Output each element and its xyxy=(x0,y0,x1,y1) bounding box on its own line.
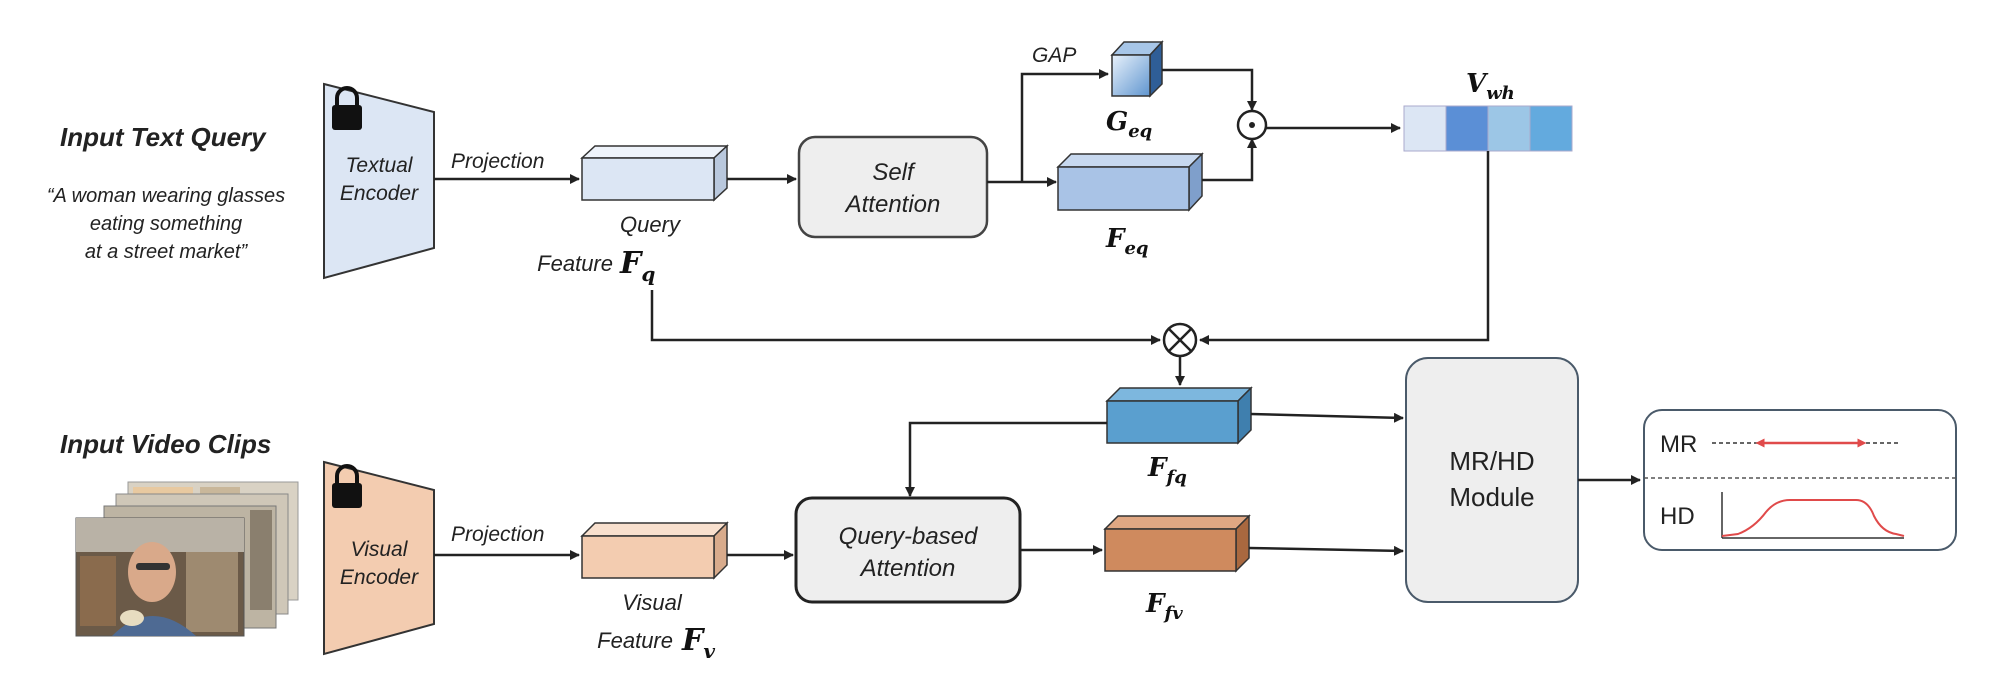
lock-icon xyxy=(332,86,362,130)
v-wh-cell xyxy=(1403,105,1447,152)
query-based-attention-label-2: Attention xyxy=(859,555,956,582)
self-attention-label-2: Attention xyxy=(844,191,941,218)
f-fq-box xyxy=(1105,386,1253,445)
feq-to-dot-arrow xyxy=(1202,138,1257,182)
g-eq-label: Geq xyxy=(1106,107,1152,142)
f-fv-label: Ffv xyxy=(1145,589,1183,624)
ffq-to-mrhd-arrow xyxy=(1250,412,1404,423)
highlight-detection-curve xyxy=(1721,492,1905,539)
input-text-query-title: Input Text Query xyxy=(60,122,267,152)
lock-icon xyxy=(332,464,362,508)
mr-hd-module-label-1: MR/HD xyxy=(1449,446,1534,476)
self-attention-label-1: Self xyxy=(872,159,916,186)
v-wh-cell xyxy=(1487,105,1531,152)
query-to-multiply-arrow xyxy=(650,290,1161,345)
mr-hd-module-box xyxy=(1405,357,1579,603)
multiply-operator xyxy=(1162,322,1198,358)
visual-projection-label: Projection xyxy=(451,523,544,546)
f-fv-box xyxy=(1103,514,1251,573)
f-eq-box xyxy=(1056,152,1204,212)
visual-feature-symbol: Fv xyxy=(681,623,715,663)
textual-encoder-label-2: Encoder xyxy=(340,182,419,205)
ffv-to-mrhd-arrow xyxy=(1248,545,1404,556)
geq-to-dot-arrow xyxy=(1162,68,1257,111)
textual-encoder-label-1: Textual xyxy=(346,154,414,177)
visual-feature-label: Visual xyxy=(622,590,683,615)
f-eq-label: Feq xyxy=(1105,224,1149,259)
video-clip-frames xyxy=(75,481,299,637)
hd-label: HD xyxy=(1660,503,1695,530)
query-based-attention-label-1: Query-based xyxy=(839,523,978,550)
g-eq-cube xyxy=(1110,40,1164,98)
query-quote-line-3: at a street market” xyxy=(85,241,249,263)
visual-feature-box xyxy=(580,521,729,580)
input-video-clips-title: Input Video Clips xyxy=(60,429,271,459)
output-panel: MR HD xyxy=(1643,409,1957,551)
gap-label: GAP xyxy=(1032,44,1076,67)
v-wh-cell xyxy=(1529,105,1573,152)
f-fq-label: Ffq xyxy=(1147,453,1187,488)
vwh-to-multiply-arrow xyxy=(1199,151,1490,345)
query-feature-label-2: Feature xyxy=(537,251,613,276)
visual-feature-label-2: Feature xyxy=(597,628,673,653)
mr-hd-module-label-2: Module xyxy=(1449,482,1534,512)
visual-encoder-label-2: Encoder xyxy=(340,566,419,589)
query-feature-box xyxy=(580,144,729,202)
textual-encoder: Textual Encoder xyxy=(323,82,435,280)
elementwise-product-operator xyxy=(1236,109,1268,141)
query-feature-label: Query xyxy=(620,212,682,237)
v-wh-label: Vwh xyxy=(1466,69,1515,104)
visual-encoder-label-1: Visual xyxy=(351,538,409,561)
query-feature-symbol: Fq xyxy=(619,246,655,286)
self-attention-box xyxy=(797,135,989,239)
query-quote-line-2: eating something xyxy=(90,213,242,235)
ffq-to-query-attention-arrow xyxy=(905,421,1107,497)
text-projection-label: Projection xyxy=(451,150,544,173)
visual-encoder: Visual Encoder xyxy=(323,460,435,656)
query-based-attention-box xyxy=(794,496,1022,604)
gap-branch-arrow xyxy=(1020,69,1109,182)
v-wh-vector xyxy=(1403,105,1573,152)
query-quote-line-1: “A woman wearing glasses xyxy=(47,185,285,207)
mr-label: MR xyxy=(1660,431,1697,458)
v-wh-cell xyxy=(1445,105,1489,152)
